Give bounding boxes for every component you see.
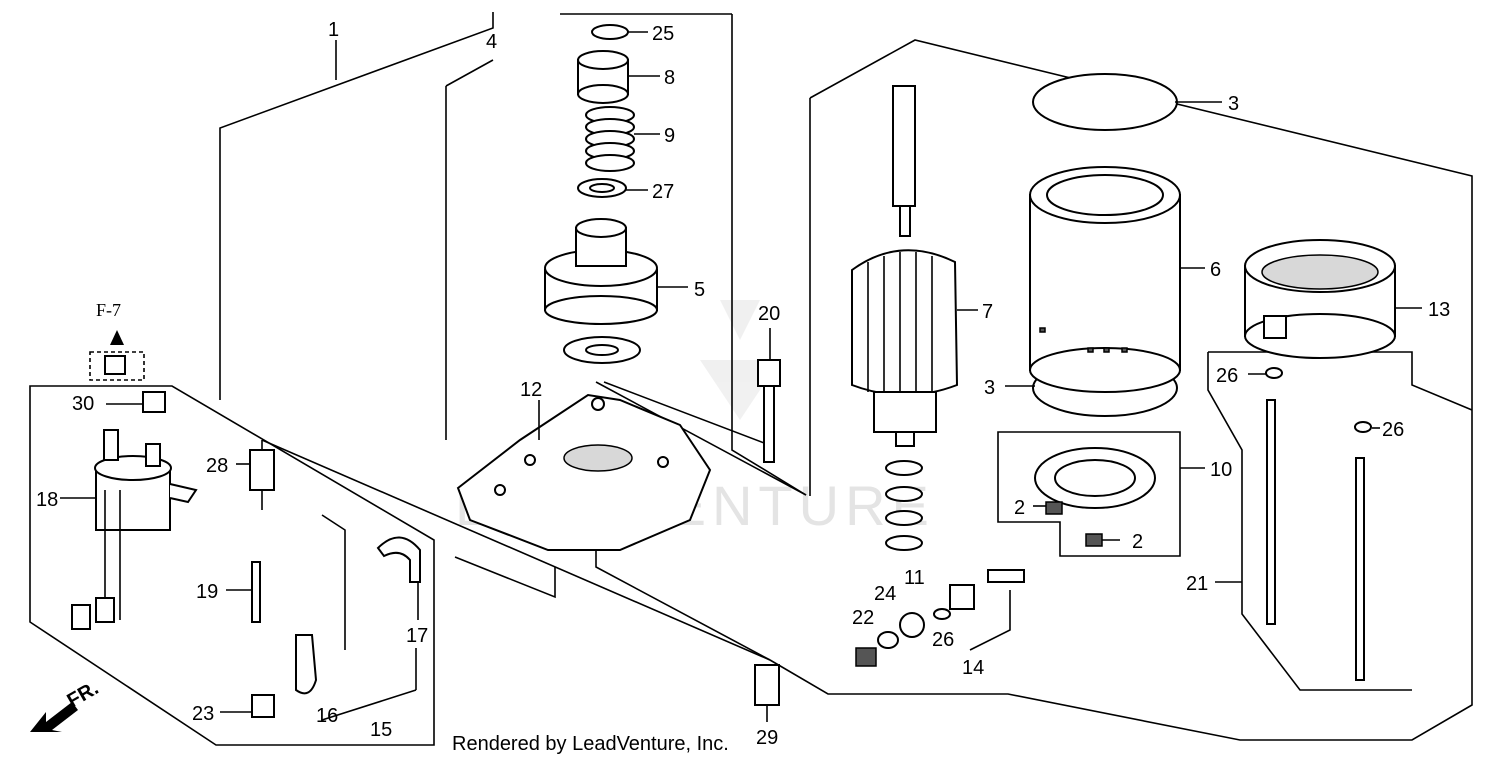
armature-7 (851, 85, 959, 447)
callout-30: 30 (72, 393, 94, 415)
callout-26-bottom: 26 (932, 629, 954, 651)
callout-10: 10 (1210, 459, 1232, 481)
nut-30 (142, 391, 166, 413)
nut-f7 (104, 355, 126, 375)
nut-23 (251, 694, 275, 718)
snap-ring-25 (591, 24, 629, 40)
brush-2-b (1085, 533, 1103, 547)
callout-24: 24 (874, 583, 896, 605)
callout-16: 16 (316, 705, 338, 727)
grommet-11 (899, 612, 925, 638)
callout-11: 11 (904, 567, 925, 589)
washer-26-a (1265, 367, 1283, 379)
callout-6: 6 (1210, 259, 1221, 281)
callout-2-right: 2 (1132, 531, 1143, 553)
washer-24 (877, 631, 899, 649)
callout-26-right: 26 (1382, 419, 1404, 441)
callout-25: 25 (652, 23, 674, 45)
callout-1: 1 (328, 19, 339, 41)
callout-19: 19 (196, 581, 218, 603)
callout-9: 9 (664, 125, 675, 147)
callout-5: 5 (694, 279, 705, 301)
end-cover-13 (1244, 239, 1396, 359)
spring-9 (585, 106, 635, 172)
armature-washers (885, 460, 923, 551)
terminal-14 (933, 569, 1025, 620)
solenoid-18 (71, 429, 198, 630)
callout-26-top: 26 (1216, 365, 1238, 387)
boot-15 (295, 634, 318, 695)
callout-4: 4 (486, 31, 497, 53)
callout-28: 28 (206, 455, 228, 477)
o-ring-3-top (1032, 73, 1178, 131)
ref-arrow-icon (110, 330, 124, 345)
bolt-19 (251, 561, 261, 623)
callout-3-top: 3 (1228, 93, 1239, 115)
thrust-washer (563, 336, 641, 364)
front-arrow-icon (30, 702, 78, 732)
collar-8 (577, 50, 629, 104)
bracket-12 (456, 393, 712, 551)
callout-14: 14 (962, 657, 984, 679)
callout-23: 23 (192, 703, 214, 725)
callout-13: 13 (1428, 299, 1450, 321)
callout-7: 7 (982, 301, 993, 323)
credit-text: Rendered by LeadVenture, Inc. (452, 733, 729, 755)
callout-21: 21 (1186, 573, 1208, 595)
washer-26-b (1354, 421, 1372, 433)
collar-28 (249, 449, 275, 491)
callout-leaders (60, 31, 1422, 722)
through-bolt-21-a (1266, 399, 1276, 625)
brush-2-a (1045, 501, 1063, 515)
ref-box (89, 351, 145, 381)
washer-27 (577, 178, 627, 198)
reference-label: F-7 (96, 300, 121, 320)
callout-15: 15 (370, 719, 392, 741)
starter-drive-5 (544, 218, 658, 325)
callout-27: 27 (652, 181, 674, 203)
yoke-6 (1029, 166, 1181, 393)
callouts: 1 4 25 8 9 27 5 12 20 7 3 6 3 13 26 26 1… (36, 19, 1450, 749)
cap-17 (376, 536, 421, 583)
callout-20: 20 (758, 303, 780, 325)
callout-17: 17 (406, 625, 428, 647)
nut-22 (855, 647, 877, 667)
callout-3-bottom: 3 (984, 377, 995, 399)
callout-18: 18 (36, 489, 58, 511)
callout-22: 22 (852, 607, 874, 629)
callout-8: 8 (664, 67, 675, 89)
collar-29 (754, 664, 780, 706)
callout-2-left: 2 (1014, 497, 1025, 519)
callout-29: 29 (756, 727, 778, 749)
through-bolt-21-b (1355, 457, 1365, 681)
brush-holder-10 (1034, 447, 1156, 509)
bolt-20 (757, 359, 781, 463)
cable-16 (321, 514, 346, 650)
callout-12: 12 (520, 379, 542, 401)
